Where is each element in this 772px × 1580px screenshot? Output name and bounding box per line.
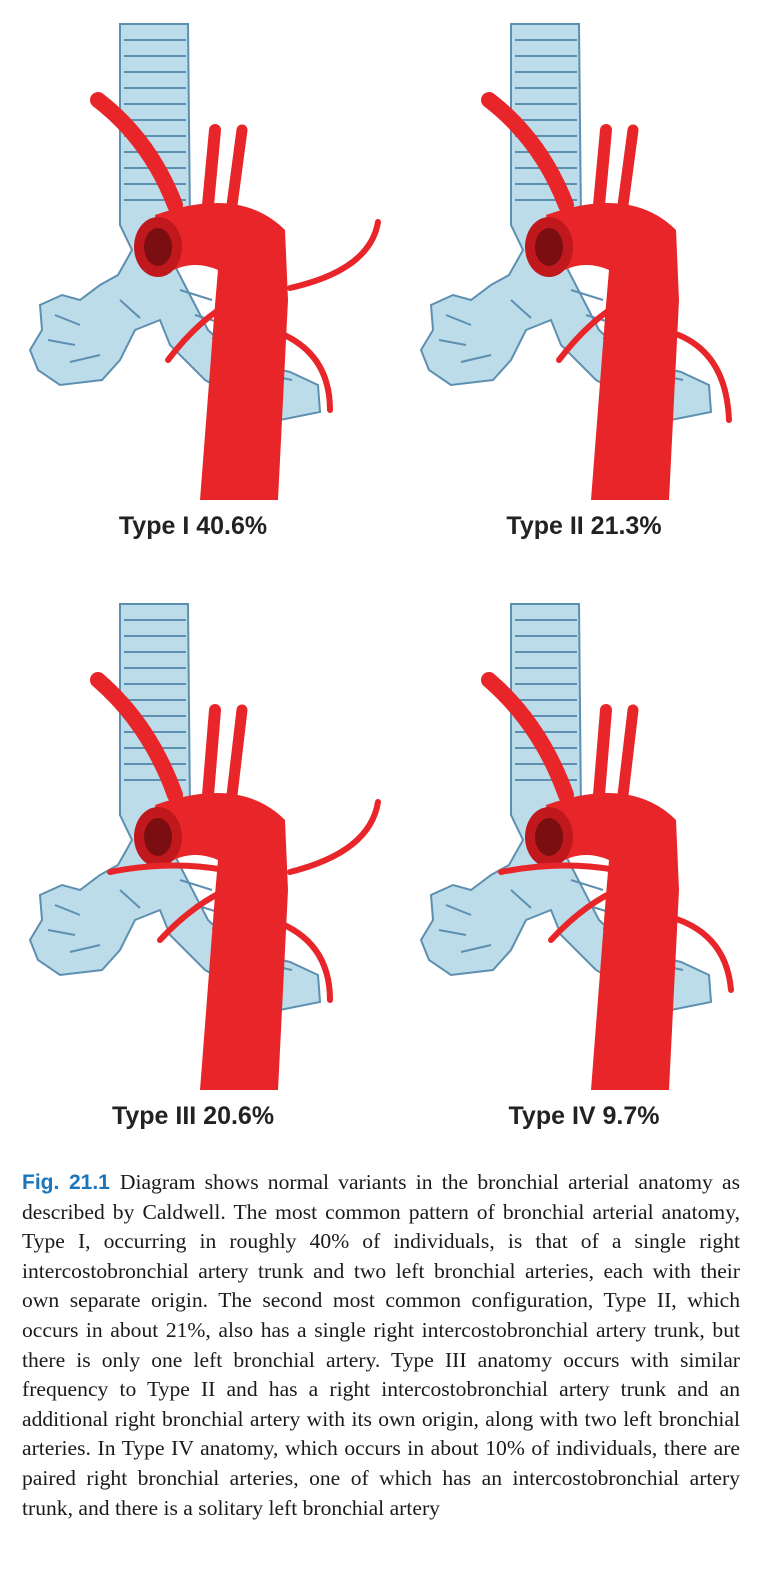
panel-label: Type I 40.6% <box>118 512 268 540</box>
diagram-type-3 <box>28 603 381 1090</box>
aorta-icon <box>525 793 679 1090</box>
diagram-type-1 <box>28 23 381 500</box>
aorta-icon <box>525 203 679 500</box>
bronchial-artery-icon <box>107 799 381 1003</box>
caption-text: Diagram shows normal variants in the bro… <box>22 1170 740 1520</box>
supra-aortic-vessels-icon <box>90 672 248 803</box>
supra-aortic-vessels-icon <box>481 92 639 213</box>
panel-type-4: Type IV 9.7% <box>391 590 772 1170</box>
panel-type-3: Type III 20.6% <box>0 590 386 1170</box>
figure-number: Fig. 21.1 <box>22 1171 110 1194</box>
panel-type-2: Type II 21.3% <box>391 0 772 580</box>
supra-aortic-vessels-icon <box>481 672 639 803</box>
panel-label: Type III 20.6% <box>111 1102 275 1130</box>
panel-label: Type IV 9.7% <box>508 1102 660 1130</box>
diagram-type-2 <box>419 23 732 500</box>
aorta-icon <box>134 203 288 500</box>
bronchial-artery-icon <box>165 219 381 413</box>
bronchial-artery-icon <box>498 862 734 993</box>
panel-label: Type II 21.3% <box>506 512 662 540</box>
panel-type-1: Type I 40.6% <box>0 0 386 580</box>
aorta-icon <box>134 793 288 1090</box>
supra-aortic-vessels-icon <box>90 92 248 213</box>
bronchial-artery-icon <box>556 297 732 423</box>
diagram-type-4 <box>419 603 734 1090</box>
